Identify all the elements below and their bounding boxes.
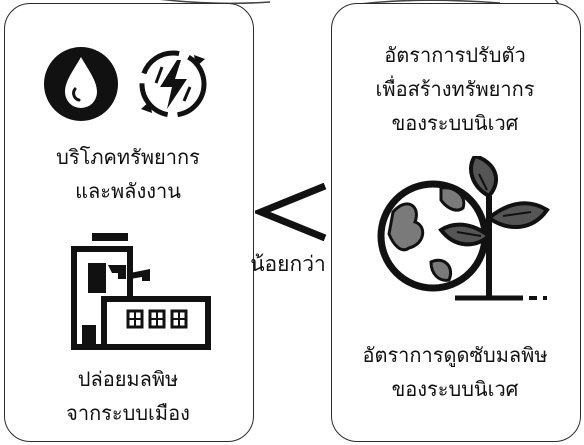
pollution-absorption-label: อัตราการดูดซับมลพิษ ของระบบนิเวศ (362, 343, 548, 401)
resource-consumption-label: บริโภคทรัพยากร และพลังงาน (56, 145, 200, 203)
water-drop-icon (42, 45, 120, 123)
earth-plant-icon (371, 156, 551, 304)
less-than-label: น้อยกว่า (250, 252, 326, 276)
factory-icon (66, 233, 216, 351)
less-than-symbol (255, 183, 329, 241)
renewable-energy-icon (132, 43, 214, 125)
pollution-emission-label: ปล่อยมลพิษ จากระบบเมือง (66, 367, 190, 425)
resource-regeneration-label: อัตราการปรับตัว เพื่อสร้างทรัพยากร ของระ… (375, 43, 535, 135)
